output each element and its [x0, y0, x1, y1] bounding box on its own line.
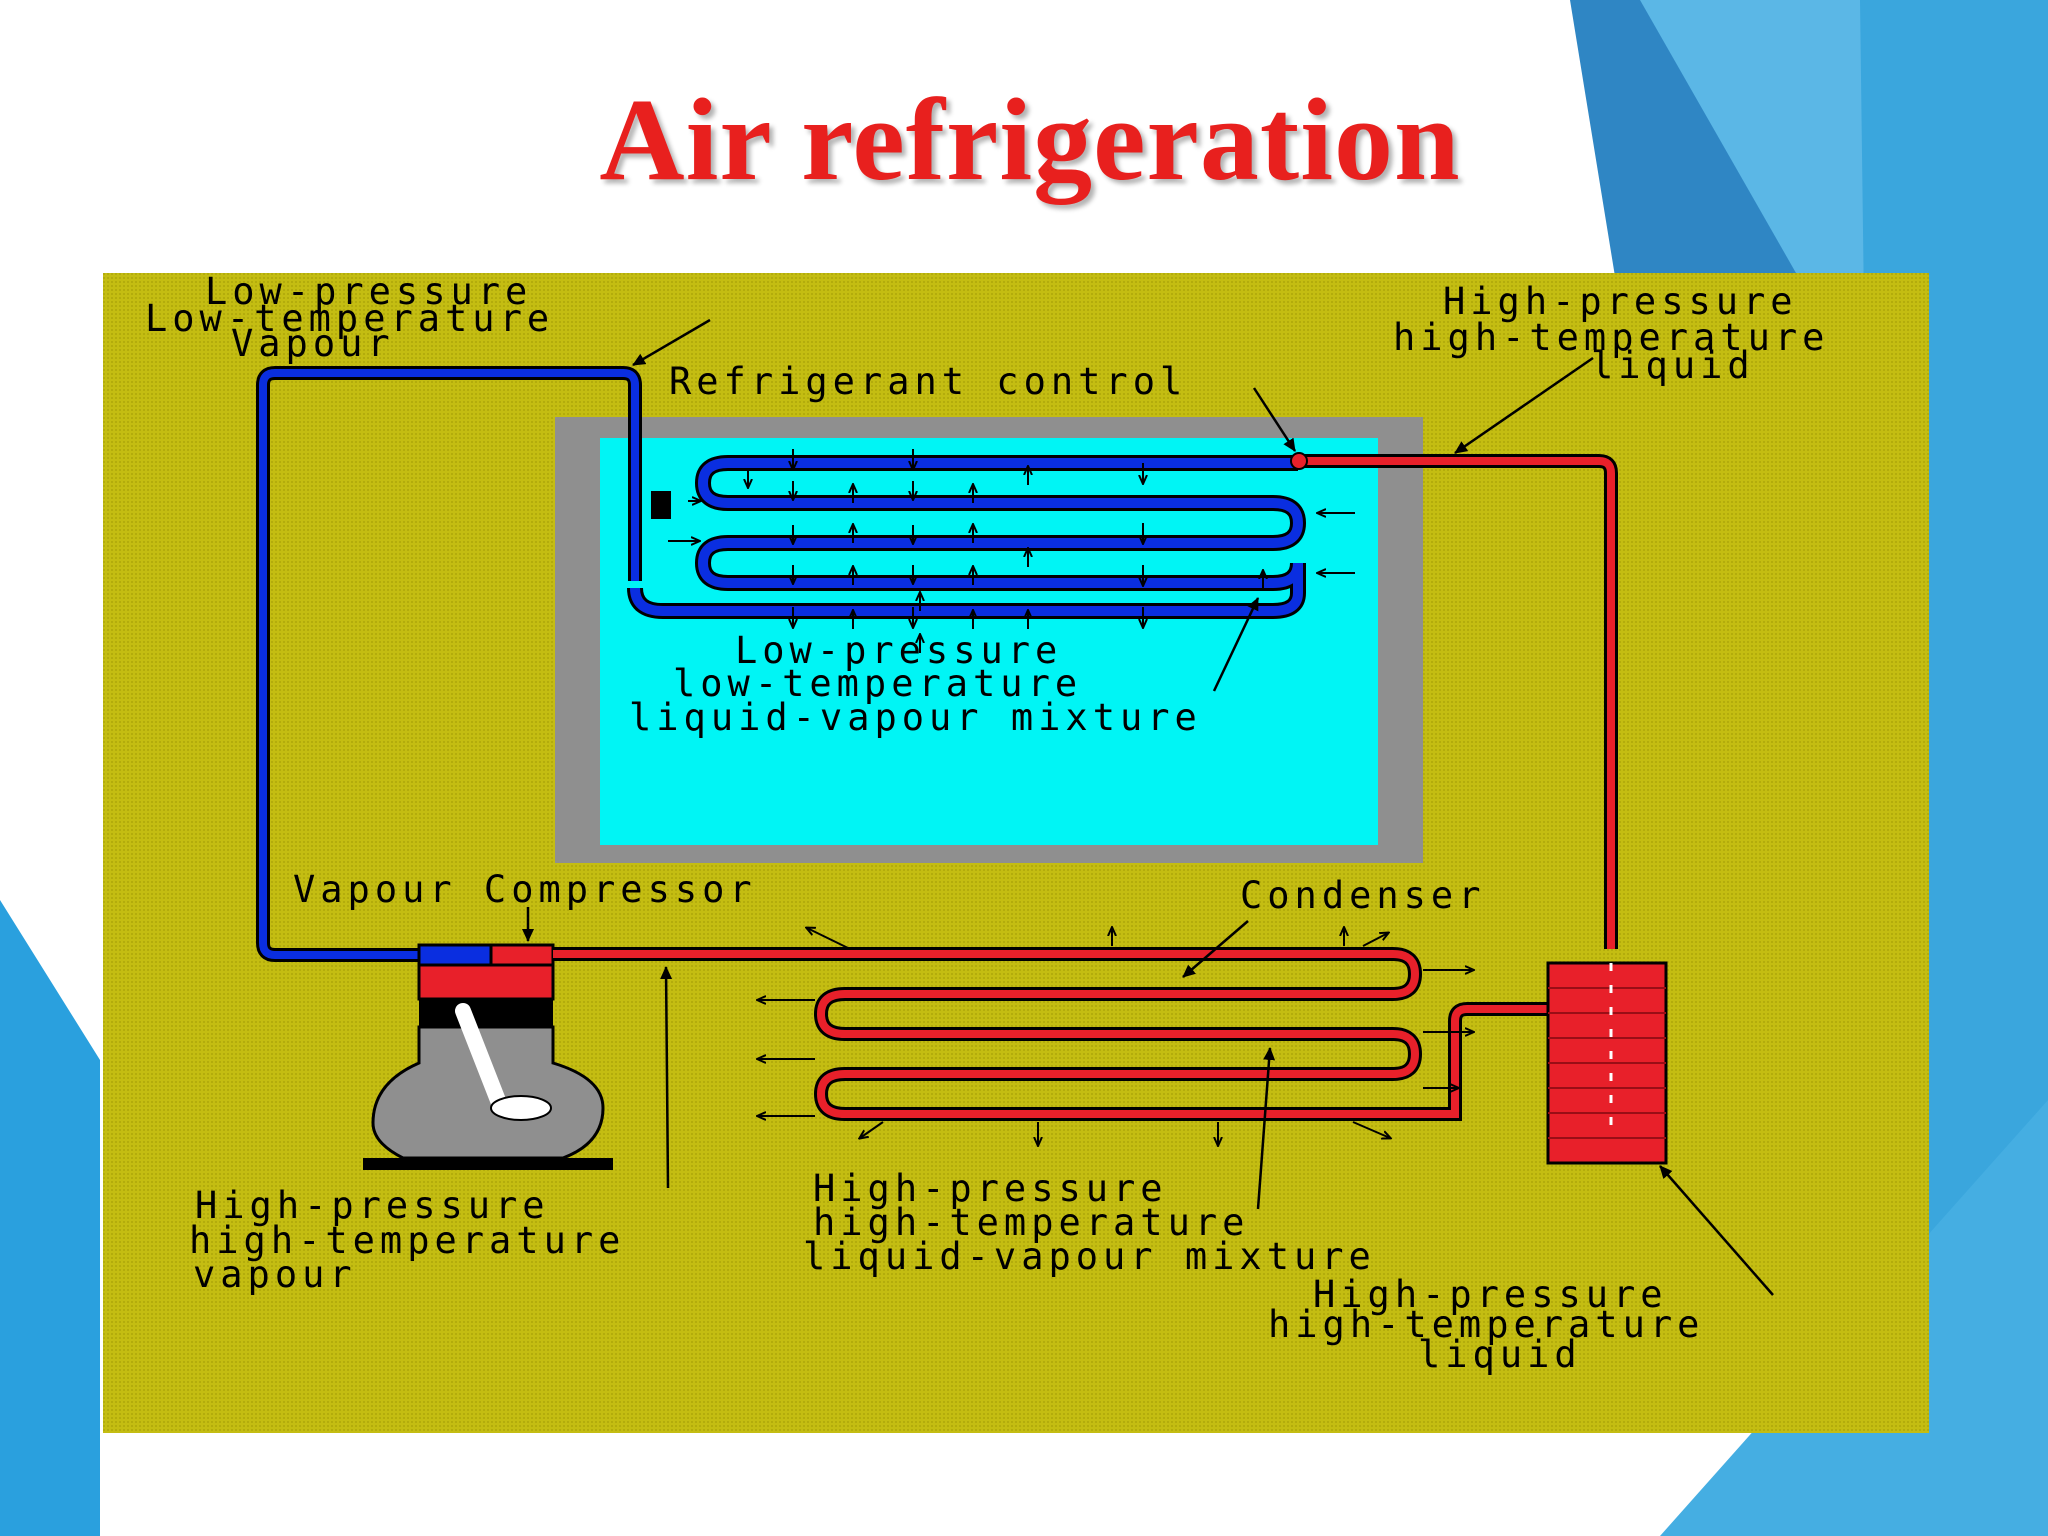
evaporator-coil [627, 455, 1307, 619]
label-receiver-line2: high-temperature [1268, 1303, 1704, 1346]
label-condenser-mix-line2: high-temperature [813, 1201, 1249, 1244]
label-compressor-out-line2: high-temperature [189, 1219, 625, 1262]
label-condenser: Condenser [1240, 874, 1485, 917]
refrigerant-control-valve [651, 491, 671, 519]
label-condenser-mix-line3: liquid-vapour mixture [803, 1235, 1376, 1278]
label-refrigerant-control: Refrigerant control [669, 360, 1187, 403]
label-evaporator-mix-line3: liquid-vapour mixture [629, 696, 1202, 739]
label-compressor-out-line3: vapour [193, 1253, 357, 1296]
label-suction-line2: Low-temperature [145, 297, 554, 340]
label-receiver-line3: liquid [1418, 1333, 1582, 1376]
discharge-line [553, 947, 1548, 1121]
slide-title: Air refrigeration [599, 74, 1461, 205]
label-compressor: Vapour Compressor [293, 868, 757, 911]
label-pointers [522, 318, 1774, 1296]
label-hp-liquid-top-line1: High-pressure [1443, 280, 1798, 323]
liquid-line [1303, 454, 1618, 949]
label-compressor-out-line1: High-pressure [195, 1184, 550, 1227]
label-hp-liquid-top-line2: high-temperature [1393, 316, 1829, 359]
label-evaporator-mix-line1: Low-pressure [735, 629, 1062, 672]
label-suction-line1: Low-pressure [205, 273, 532, 313]
condenser-heat-arrows [758, 928, 1473, 1145]
label-receiver-line1: High-pressure [1313, 1273, 1668, 1316]
receiver-tank [1546, 961, 1668, 1165]
label-condenser-mix-line1: High-pressure [813, 1167, 1168, 1210]
refrigeration-diagram: Low-pressure Low-temperature Vapour Refr… [103, 273, 1929, 1433]
expansion-valve [1290, 452, 1308, 470]
label-evaporator-mix-line2: low-temperature [673, 662, 1082, 705]
label-hp-liquid-top-line3: liquid [1591, 344, 1755, 387]
suction-line [256, 366, 642, 962]
deco-shape-left [0, 900, 100, 1536]
evaporator-heat-arrows [668, 449, 1355, 653]
label-suction-line3: Vapour [231, 322, 395, 365]
compressor [363, 943, 613, 1170]
